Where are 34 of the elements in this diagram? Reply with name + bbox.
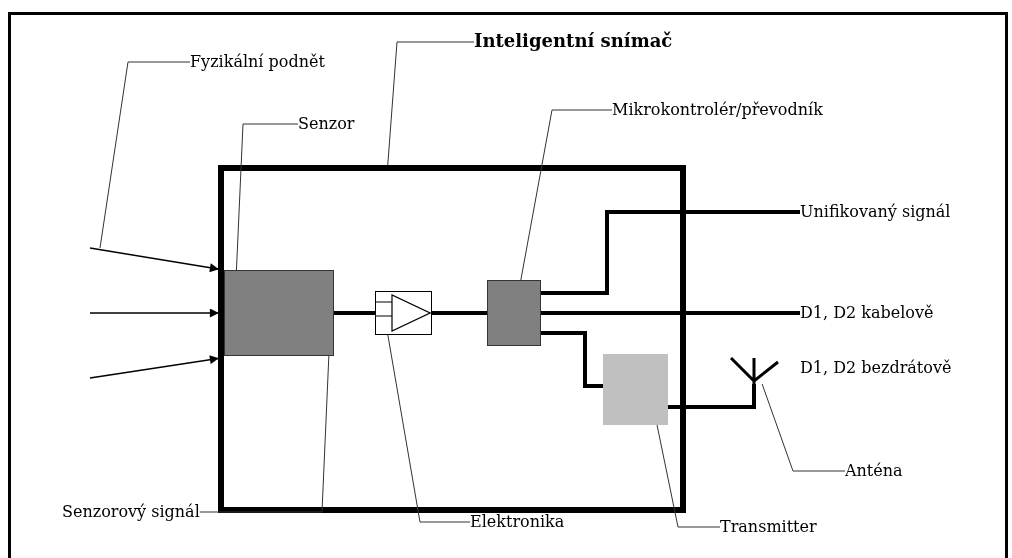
output-label: Unifikovaný signál [800, 202, 951, 222]
leader-line [199, 355, 330, 513]
signal-wire [432, 311, 487, 315]
leader-line [656, 424, 721, 528]
leader-line [387, 41, 475, 166]
callout-label: Senzor [298, 114, 355, 134]
leader-line [235, 123, 299, 271]
leader-line [761, 383, 846, 472]
arrow [89, 247, 219, 273]
signal-wire [541, 210, 800, 295]
leader-line [387, 334, 471, 523]
microcontroller-block [487, 280, 541, 346]
amplifier-block [375, 291, 432, 335]
signal-wire [668, 384, 756, 409]
output-label: D1, D2 bezdrátově [800, 358, 952, 378]
arrow [89, 355, 219, 379]
sensor-block [224, 270, 334, 356]
antenna-symbol [730, 356, 780, 384]
diagram-title: Inteligentní snímač [474, 31, 673, 51]
signal-wire [541, 331, 603, 388]
signal-wire [541, 311, 800, 315]
leader-line [99, 61, 191, 249]
arrow [89, 308, 219, 318]
smart-sensor-frame [218, 165, 686, 513]
callout-label: Anténa [845, 461, 903, 481]
callout-label: Elektronika [470, 512, 565, 532]
callout-label: Senzorový signál [62, 502, 200, 522]
signal-wire [334, 311, 375, 315]
callout-label: Transmitter [720, 517, 817, 537]
callout-label: Fyzikální podnět [190, 52, 325, 72]
transmitter-block [603, 354, 668, 425]
leader-line [520, 109, 613, 281]
output-label: D1, D2 kabelově [800, 303, 934, 323]
callout-label: Mikrokontrolér/převodník [612, 100, 823, 120]
